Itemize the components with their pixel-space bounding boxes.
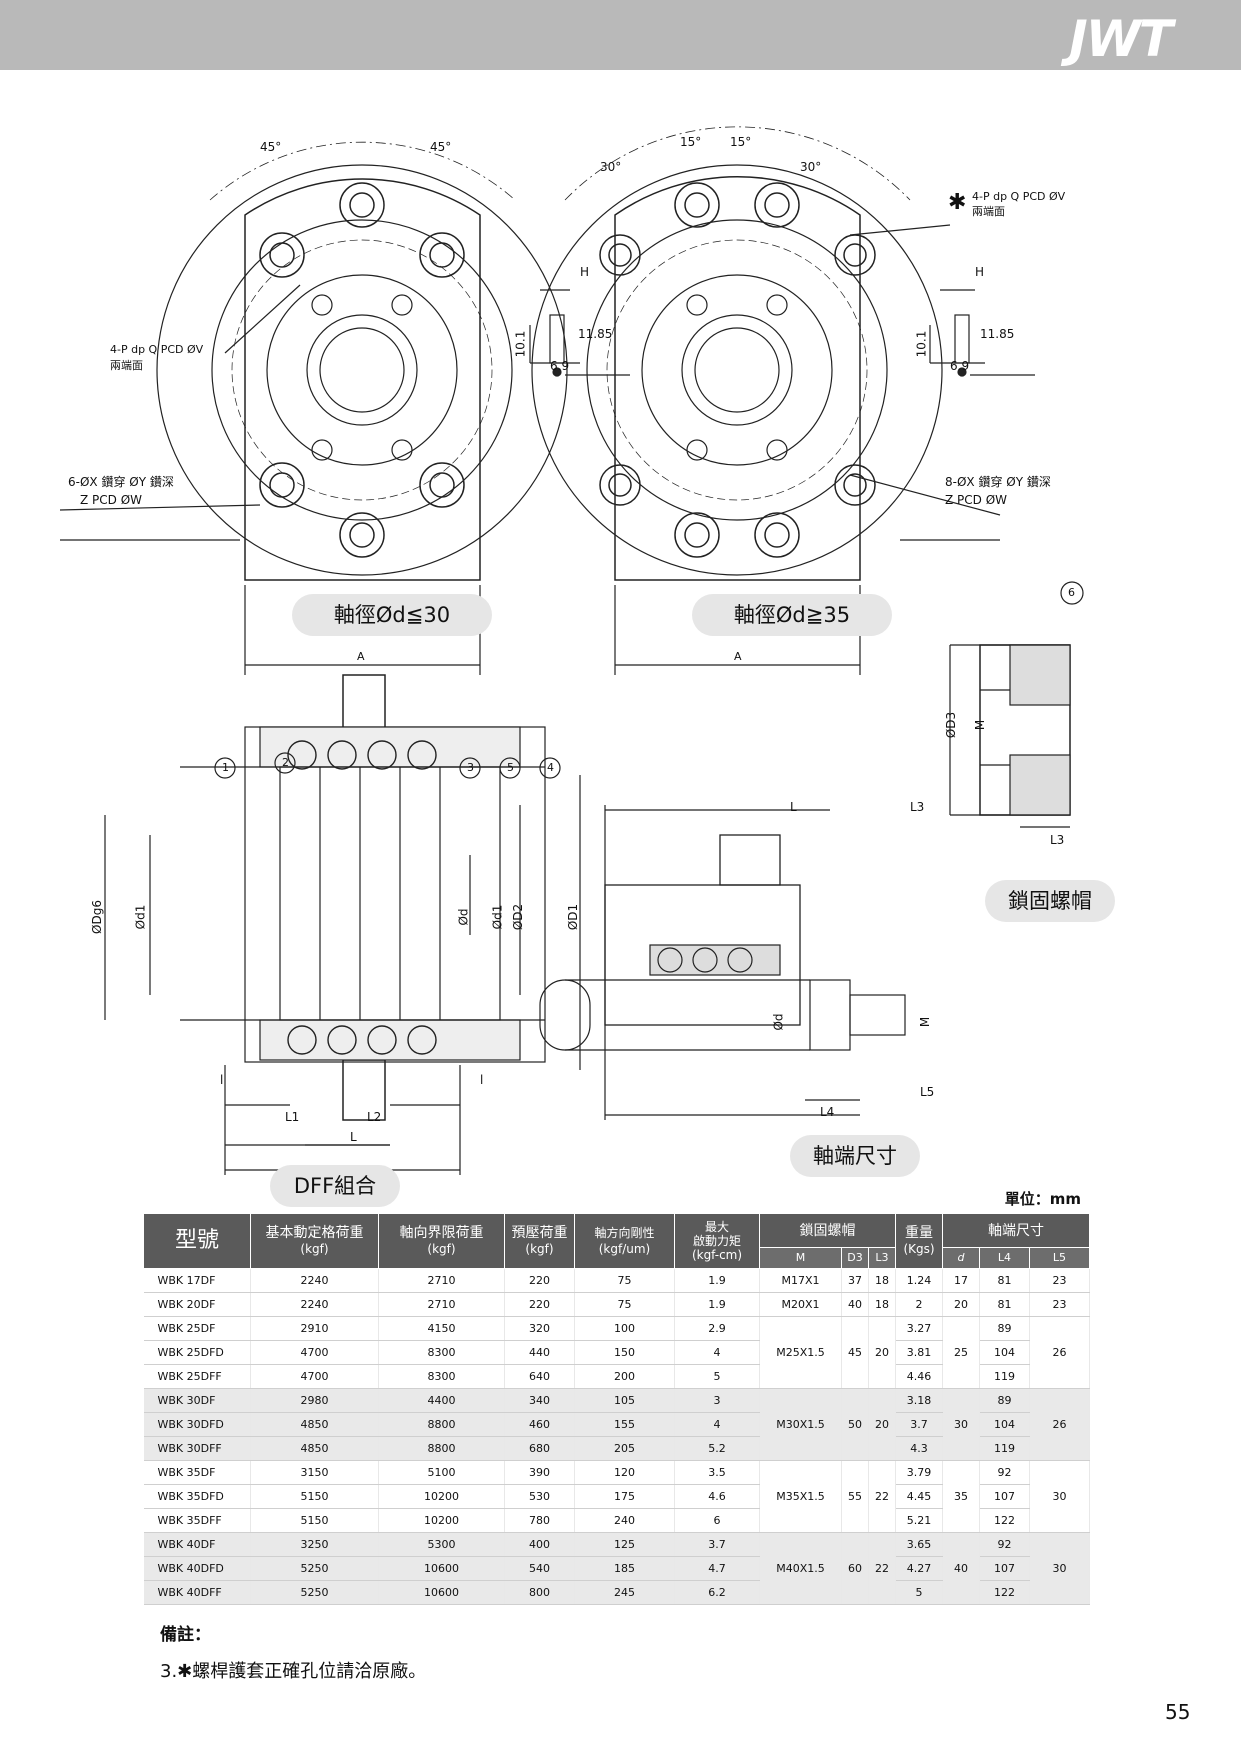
angle-label: 15° — [730, 135, 752, 149]
dim-label: 11.85 — [980, 327, 1015, 341]
dim-label: l — [220, 1073, 224, 1087]
tap-callout-sub: 兩端面 — [972, 205, 1005, 218]
brand-logo: JWT — [1069, 10, 1173, 68]
tap-callout: 4-P dp Q PCD ØV — [110, 343, 204, 356]
dim-label: 11.85 — [578, 327, 613, 341]
caption-shaft-end: 軸端尺寸 — [790, 1135, 920, 1177]
dim-label: ØD3 — [944, 711, 959, 739]
dim-label: L4 — [820, 1105, 835, 1119]
col-torque: 最大啟動力矩(kgf-cm) — [674, 1213, 760, 1269]
angle-label: 15° — [680, 135, 702, 149]
h-callout: H — [580, 265, 590, 279]
dim-label: A — [357, 650, 365, 663]
tap-callout-sub: 兩端面 — [110, 359, 143, 372]
dim-label: Ød1 — [133, 904, 148, 930]
dim-label: L3 — [1050, 833, 1065, 847]
col-weight: 重量(Kgs) — [895, 1213, 943, 1269]
col-m: M — [759, 1247, 842, 1269]
col-axial-limit: 軸向界限荷重(kgf) — [378, 1213, 505, 1269]
dim-label: 6.9 — [950, 359, 970, 373]
part-balloon: 4 — [547, 761, 554, 774]
caption-small-shaft: 軸徑Ød≦30 — [292, 594, 492, 636]
dim-label: L — [350, 1130, 357, 1144]
dim-label: M — [918, 1016, 933, 1028]
dim-label: A — [734, 650, 742, 663]
angle-label: 30° — [600, 160, 622, 174]
part-balloon: 1 — [222, 761, 229, 774]
dim-label: ØD2 — [511, 903, 526, 931]
part-balloon: 3 — [467, 761, 474, 774]
col-preload: 預壓荷重(kgf) — [504, 1213, 575, 1269]
dim-label: Ød — [771, 1013, 786, 1031]
angle-label: 45° — [430, 140, 452, 154]
part-balloon: 5 — [507, 761, 514, 774]
page-number: 55 — [1165, 1700, 1191, 1724]
angle-label: 45° — [260, 140, 282, 154]
col-d: d — [942, 1247, 980, 1269]
technical-drawing: 45° 45° 4-P dp Q PCD ØV 兩端面 H 11.85 10.1… — [60, 115, 1120, 1207]
dim-label: ØD1 — [566, 903, 581, 931]
caption-large-shaft: 軸徑Ød≧35 — [692, 594, 892, 636]
col-stiffness: 軸方向剛性(kgf/um) — [574, 1213, 675, 1269]
star-icon: ✱ — [948, 190, 967, 215]
dim-label: L1 — [285, 1110, 300, 1124]
col-d3: D3 — [841, 1247, 869, 1269]
dim-label: l — [480, 1073, 484, 1087]
col-dyn-load: 基本動定格荷重(kgf) — [250, 1213, 379, 1269]
h-callout: H — [975, 265, 985, 279]
part-balloon: 2 — [282, 756, 289, 769]
angle-label: 30° — [800, 160, 822, 174]
tap-callout: 4-P dp Q PCD ØV — [972, 190, 1066, 203]
header-bar — [0, 0, 1241, 70]
caption-locknut: 鎖固螺帽 — [985, 880, 1115, 922]
col-model: 型號 — [143, 1213, 251, 1269]
drawing-lines — [60, 126, 1084, 1175]
dim-label: L3 — [910, 800, 925, 814]
holes-callout: 6-ØX 鑽穿 ØY 鑽深 — [68, 475, 174, 489]
dim-label: L5 — [920, 1085, 935, 1099]
pcd-callout: Z PCD ØW — [945, 493, 1008, 507]
col-l3: L3 — [868, 1247, 896, 1269]
col-shaft-end: 軸端尺寸 — [942, 1213, 1090, 1248]
part-balloon: 6 — [1068, 586, 1075, 599]
dim-label: Ød1 — [490, 904, 505, 930]
dim-label: L — [790, 800, 797, 814]
unit-label: 單位：mm — [1004, 1190, 1081, 1208]
dim-label: L2 — [367, 1110, 382, 1124]
holes-callout: 8-ØX 鑽穿 ØY 鑽深 — [945, 475, 1051, 489]
notes-line: 3.✱螺桿護套正確孔位請洽原廠。 — [160, 1661, 427, 1682]
pcd-callout: Z PCD ØW — [80, 493, 143, 507]
dim-label: 10.1 — [513, 330, 528, 358]
dim-label: Ød — [456, 908, 471, 926]
dim-label: M — [973, 719, 988, 731]
col-l4: L4 — [979, 1247, 1030, 1269]
spec-table: 型號 基本動定格荷重(kgf) 軸向界限荷重(kgf) 預壓荷重(kgf) 軸方… — [143, 1213, 1090, 1605]
dim-label: 10.1 — [914, 330, 929, 358]
dim-label: 6.9 — [550, 359, 570, 373]
col-l5: L5 — [1029, 1247, 1090, 1269]
col-locknut: 鎖固螺帽 — [759, 1213, 896, 1248]
dim-label: ØDg6 — [89, 900, 104, 934]
caption-dff: DFF組合 — [270, 1165, 400, 1207]
notes-title: 備註： — [160, 1625, 211, 1645]
